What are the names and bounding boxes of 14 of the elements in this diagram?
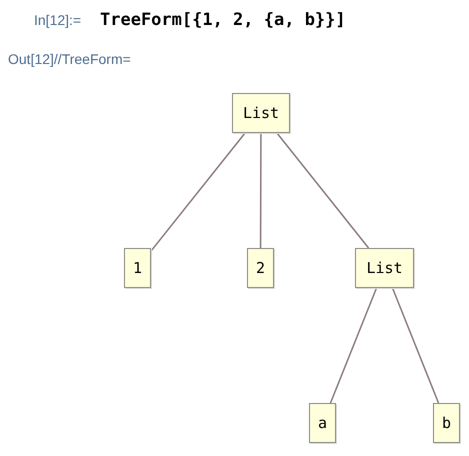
tree-node-box: 1 bbox=[124, 248, 151, 288]
tree-edge bbox=[330, 288, 378, 404]
tree-node-box: 2 bbox=[247, 248, 274, 288]
tree-edge bbox=[392, 288, 440, 404]
input-code: TreeForm[{1, 2, {a, b}}] bbox=[100, 10, 346, 30]
tree-node-box: List bbox=[232, 93, 290, 133]
tree-node-box: a bbox=[309, 403, 336, 443]
tree-node-box: List bbox=[355, 248, 414, 288]
input-prompt: In[12]:= bbox=[34, 12, 82, 28]
tree-node-box: b bbox=[433, 403, 460, 443]
tree-edge bbox=[276, 132, 370, 248]
output-prompt: Out[12]//TreeForm= bbox=[8, 51, 131, 67]
tree-edge bbox=[260, 133, 262, 248]
tree-edge bbox=[150, 132, 246, 252]
